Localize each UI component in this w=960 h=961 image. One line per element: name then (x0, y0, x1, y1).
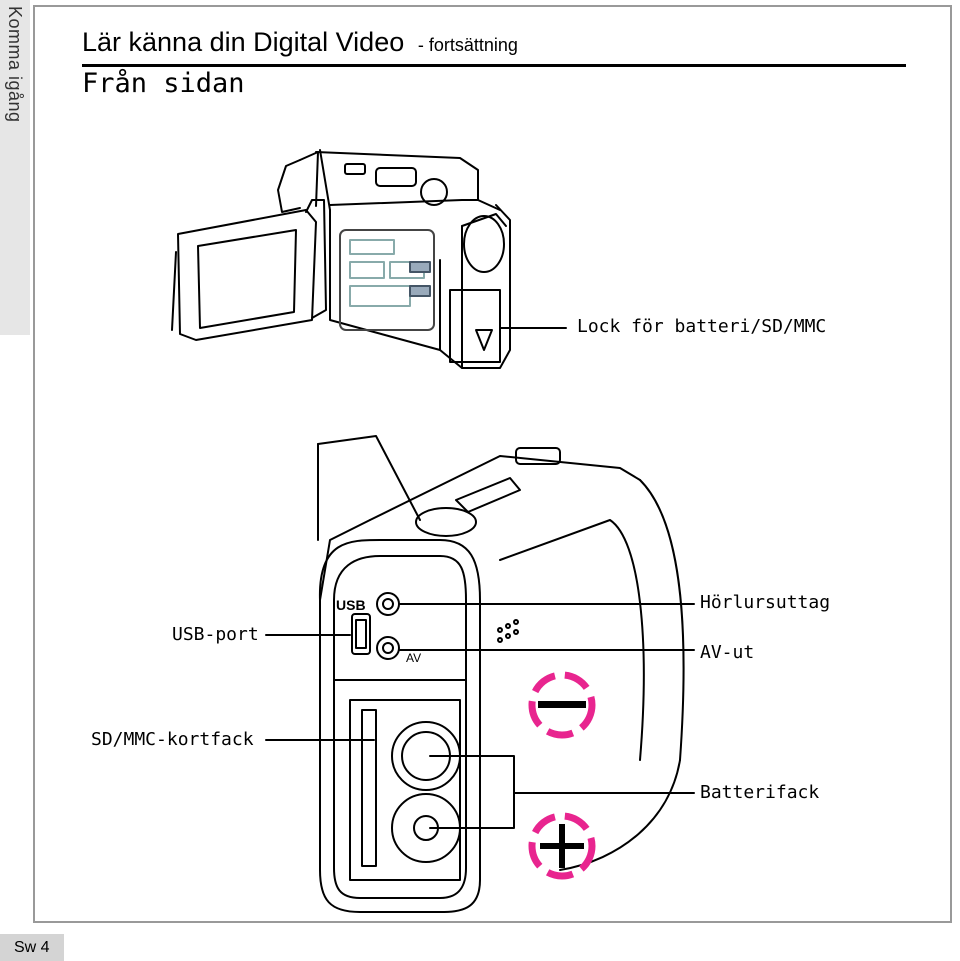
section-title: Från sidan (82, 68, 245, 99)
usb-mark: USB (336, 597, 366, 613)
battery-bracket (429, 755, 515, 829)
side-tab: Komma igång (0, 0, 30, 335)
page-number: Sw 4 (14, 939, 50, 956)
heading-title: Lär känna din Digital Video (82, 27, 405, 57)
side-tab-label: Komma igång (5, 6, 25, 123)
av-mark: AV (406, 651, 421, 665)
heading-subtitle: - fortsättning (417, 35, 518, 55)
minus-polarity-marker (528, 671, 596, 739)
sd-slot-label: SD/MMC-kortfack (91, 729, 254, 750)
camcorder-top-view (171, 149, 511, 369)
usb-port-label: USB-port (172, 624, 259, 645)
page-frame (33, 5, 952, 923)
av-out-label: AV-ut (700, 642, 755, 663)
page-heading: Lär känna din Digital Video - fortsättni… (82, 27, 518, 58)
heading-rule (82, 64, 906, 67)
camcorder-end-view (317, 435, 685, 913)
headphone-label: Hörlursuttag (700, 592, 831, 613)
page-number-badge: Sw 4 (0, 934, 64, 961)
plus-polarity-marker (528, 812, 596, 880)
battery-label: Batterifack (700, 782, 820, 803)
lock-label: Lock för batteri/SD/MMC (577, 316, 827, 337)
